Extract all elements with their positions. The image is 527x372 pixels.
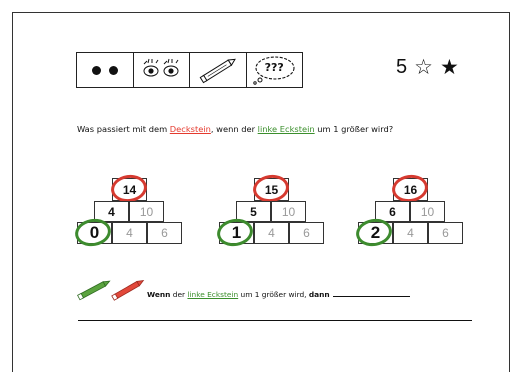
linke-eckstein: 1 [219, 222, 254, 244]
worksheet-frame [12, 12, 510, 372]
base-stone-middle: 4 [254, 222, 289, 244]
task-question: Was passiert mit dem Deckstein, wenn der… [77, 124, 394, 134]
number-pyramid: 15 5 10 1 4 6 [214, 172, 324, 249]
base-stone-right: 6 [147, 222, 182, 244]
answer-line[interactable] [78, 320, 472, 321]
linke-eckstein-term: linke Eckstein [257, 124, 315, 134]
star-outline-icon: ☆ [414, 55, 433, 79]
deckstein-term: Deckstein [169, 124, 211, 134]
middle-stone-left: 6 [375, 201, 410, 222]
linke-eckstein-term: linke Eckstein [187, 290, 239, 299]
base-stone-middle: 4 [112, 222, 147, 244]
number-pyramid: 16 6 10 2 4 6 [353, 172, 463, 249]
middle-stone-left: 4 [94, 201, 129, 222]
two-dots-icon [77, 53, 134, 87]
colored-pencils-icon [76, 276, 148, 308]
middle-stone-right: 10 [129, 201, 164, 222]
linke-eckstein: 0 [77, 222, 112, 244]
star-filled-icon: ★ [439, 55, 459, 79]
linke-eckstein: 2 [358, 222, 393, 244]
eyes-icon [134, 53, 190, 87]
difficulty-level: 5 ☆ ★ [396, 56, 459, 79]
thought-text: ??? [264, 61, 284, 74]
deckstein: 14 [112, 178, 147, 201]
base-stone-right: 6 [428, 222, 463, 244]
completion-sentence: Wenn der linke Eckstein um 1 größer wird… [147, 290, 410, 299]
level-number: 5 [396, 56, 408, 78]
deckstein: 15 [254, 178, 289, 201]
number-pyramid: 14 4 10 0 4 6 [72, 172, 182, 249]
middle-stone-right: 10 [271, 201, 306, 222]
pencil-icon [190, 53, 247, 87]
base-stone-middle: 4 [393, 222, 428, 244]
task-icon-strip: ??? [76, 52, 303, 88]
answer-blank[interactable] [332, 296, 410, 297]
base-stone-right: 6 [289, 222, 324, 244]
middle-stone-left: 5 [236, 201, 271, 222]
deckstein: 16 [393, 178, 428, 201]
middle-stone-right: 10 [410, 201, 445, 222]
thought-bubble-icon: ??? [247, 53, 303, 87]
